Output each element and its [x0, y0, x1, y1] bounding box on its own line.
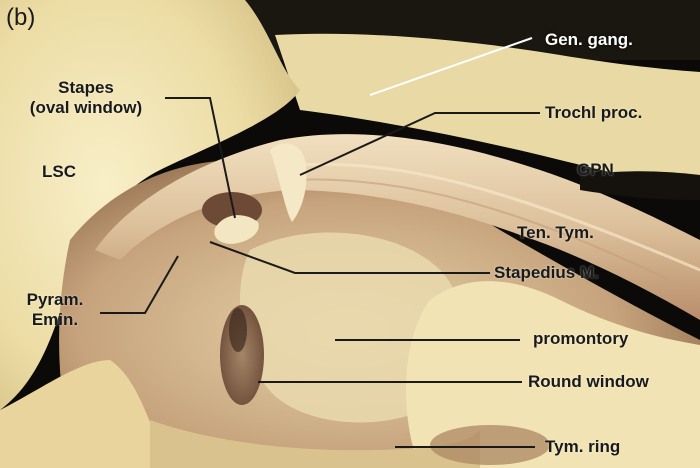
label-stapes: Stapes (oval window)	[6, 78, 166, 118]
tympanic-ring-groove	[430, 425, 550, 465]
stapes-bone	[214, 215, 259, 244]
label-ten-tym: Ten. Tym.	[517, 223, 594, 242]
label-gpn: GPN	[577, 160, 614, 179]
trochleariform-process	[270, 143, 307, 222]
stapedius-leader-line	[209, 241, 490, 274]
label-promontory: promontory	[533, 329, 629, 348]
label-stapedius: Stapedius M.	[494, 263, 599, 282]
label-stapes-line2: (oval window)	[29, 98, 143, 117]
label-round-window: Round window	[528, 372, 649, 391]
label-tym-ring: Tym. ring	[545, 437, 621, 456]
bone-left-mass	[0, 0, 300, 410]
panel-letter: (b)	[6, 4, 36, 31]
tendon-fibre	[289, 178, 700, 296]
label-stapes-line1: Stapes	[58, 78, 114, 97]
bone-right-lower	[406, 281, 700, 468]
label-trochl-proc: Trochl proc.	[545, 103, 643, 122]
trochl-proc-leader-line	[299, 112, 540, 176]
stapes-leader-line	[165, 97, 236, 219]
label-pyram-emin: Pyram. Emin.	[10, 290, 100, 330]
tendon-band	[95, 134, 700, 320]
gen-gang-leader-line	[369, 37, 533, 96]
label-lsc: LSC	[42, 162, 76, 181]
tympanic-ring-bone	[150, 420, 480, 468]
upper-bone-ridge	[275, 33, 700, 200]
pyram-emin-leader-line	[100, 255, 179, 314]
label-pyram-line2: Emin.	[31, 310, 79, 329]
gpn-gap	[580, 171, 700, 200]
round-window-opening	[229, 308, 247, 352]
label-pyram-line1: Pyram.	[26, 290, 84, 309]
bone-lower-left	[0, 360, 170, 468]
label-gen-gang: Gen. gang.	[545, 30, 633, 49]
tendon-fibre	[299, 162, 700, 272]
